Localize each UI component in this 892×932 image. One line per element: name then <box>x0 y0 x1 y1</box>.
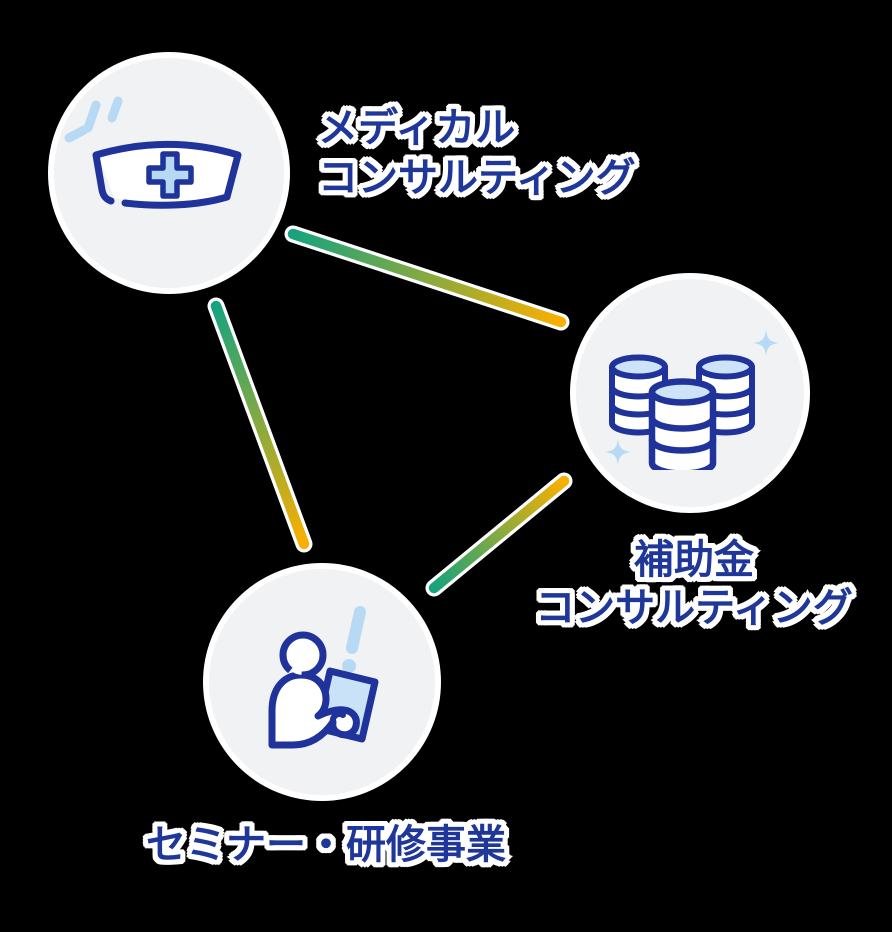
label-medical-consulting: メディカル コンサルティング <box>315 103 640 204</box>
connector-medical-seminar <box>207 297 313 553</box>
label-subsidy-consulting: 補助金 コンサルティング <box>532 535 857 634</box>
shine-dashes <box>64 96 123 143</box>
label-line: セミナー・研修事業 <box>143 820 510 871</box>
node-subsidy-consulting <box>570 273 810 513</box>
label-line: 補助金 <box>631 535 758 586</box>
database-icon <box>605 330 779 470</box>
label-line: メディカル <box>315 103 519 154</box>
label-line: コンサルティング <box>315 153 640 204</box>
node-seminar-training <box>203 563 441 801</box>
sparkle-icon <box>605 330 779 465</box>
label-line: コンサルティング <box>532 583 857 634</box>
person-reading-icon <box>268 606 379 749</box>
connector-medical-subsidy <box>284 225 570 331</box>
nurse-cap-icon <box>64 96 242 209</box>
exclamation-icon <box>342 606 366 673</box>
connector-seminar-subsidy <box>425 472 573 597</box>
label-seminar-training: セミナー・研修事業 <box>143 820 510 871</box>
node-medical-consulting <box>48 52 290 294</box>
